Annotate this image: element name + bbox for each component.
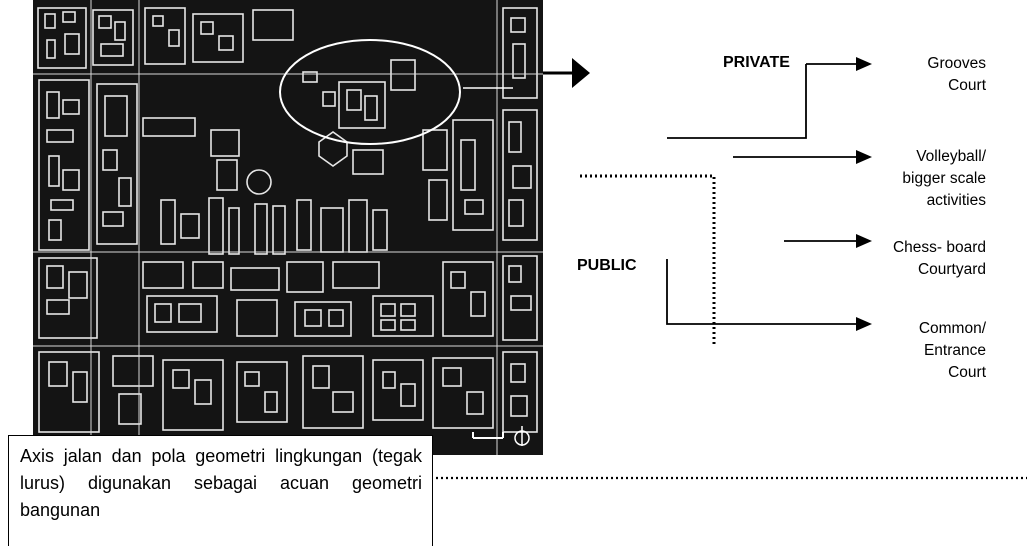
activity-label-chessboard: Chess- board Courtyard [893, 237, 986, 281]
zone-label-public: PUBLIC [577, 257, 637, 275]
activity-label-volleyball: Volleyball/ bigger scale activities [902, 146, 986, 212]
activity-line: Courtyard [893, 259, 986, 281]
activity-line: Court [927, 75, 986, 97]
activity-line: Court [919, 362, 986, 384]
activity-label-grooves-court: Grooves Court [927, 53, 986, 97]
arrow-common-icon [856, 317, 872, 331]
main-arrow-icon [572, 58, 590, 88]
activity-label-common-entrance: Common/ Entrance Court [919, 318, 986, 384]
arrow-volleyball-icon [856, 150, 872, 164]
zone-label-private: PRIVATE [723, 54, 790, 72]
activity-line: Chess- board [893, 237, 986, 259]
activity-line: Common/ [919, 318, 986, 340]
activity-line: Entrance [919, 340, 986, 362]
activity-line: Grooves [927, 53, 986, 75]
arrow-chessboard-icon [856, 234, 872, 248]
activity-line: activities [902, 190, 986, 212]
activity-line: bigger scale [902, 168, 986, 190]
arrow-grooves-icon [856, 57, 872, 71]
activity-line: Volleyball/ [902, 146, 986, 168]
